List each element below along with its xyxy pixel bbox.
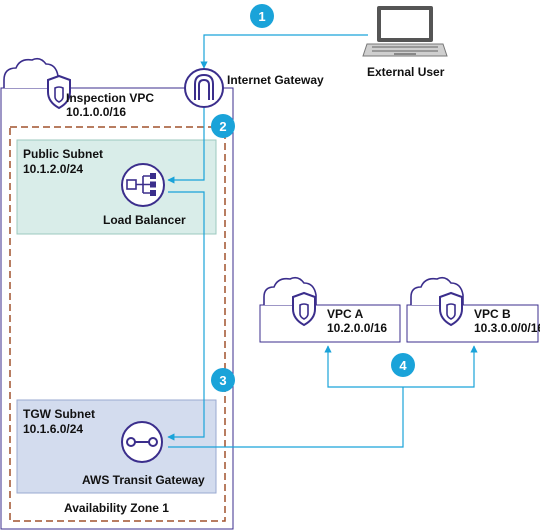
external-user-label: External User: [367, 65, 445, 79]
availability-zone-label: Availability Zone 1: [64, 501, 169, 515]
transit-gateway-label: AWS Transit Gateway: [82, 473, 205, 487]
step-badge-4-label: 4: [399, 358, 407, 373]
transit-gateway-icon: [121, 421, 163, 463]
vpc-a-box: [259, 304, 401, 343]
vpc-a-shield-icon: [292, 291, 316, 327]
inspection-vpc-box: [0, 87, 234, 530]
vpc-b-cidr: 10.3.0.0/0/16: [474, 321, 540, 335]
flow-lb-to-tgw: [167, 191, 205, 441]
step-badge-2-label: 2: [219, 119, 226, 134]
step-badge-3: 3: [211, 368, 235, 392]
vpc-b-name: VPC B: [474, 307, 511, 321]
flow-to-vpc-a: [324, 345, 403, 388]
internet-gateway-icon: [184, 68, 224, 108]
load-balancer-icon: [121, 163, 165, 207]
flow-to-vpc-b: [403, 345, 478, 388]
vpc-a-cidr: 10.2.0.0/16: [327, 321, 387, 335]
vpc-b-shield-icon: [439, 291, 463, 327]
inspection-vpc-name: Inspection VPC: [66, 91, 154, 105]
vpc-b-box: [406, 304, 539, 343]
step-badge-3-label: 3: [219, 373, 226, 388]
public-subnet-name: Public Subnet: [23, 147, 103, 161]
flow-igw-to-lb: [167, 108, 205, 184]
tgw-subnet-name: TGW Subnet: [23, 407, 95, 421]
internet-gateway-label: Internet Gateway: [227, 73, 324, 87]
tgw-subnet-cidr: 10.1.6.0/24: [23, 422, 83, 436]
public-subnet-box: [16, 139, 217, 235]
vpc-a-name: VPC A: [327, 307, 364, 321]
step-badge-4: 4: [391, 353, 415, 377]
laptop-icon: [362, 6, 448, 57]
load-balancer-label: Load Balancer: [103, 213, 186, 227]
public-subnet-cidr: 10.1.2.0/24: [23, 162, 83, 176]
step-badge-1: 1: [250, 4, 274, 28]
flow-user-to-igw: [200, 34, 368, 69]
flow-tgw-to-vpcs: [168, 387, 404, 448]
step-badge-2: 2: [211, 114, 235, 138]
inspection-vpc-cloud-icon: [3, 57, 59, 88]
inspection-vpc-shield-icon: [47, 74, 71, 110]
availability-zone-box: [9, 126, 226, 522]
inspection-vpc-cidr: 10.1.0.0/16: [66, 105, 126, 119]
step-badge-1-label: 1: [258, 9, 265, 24]
